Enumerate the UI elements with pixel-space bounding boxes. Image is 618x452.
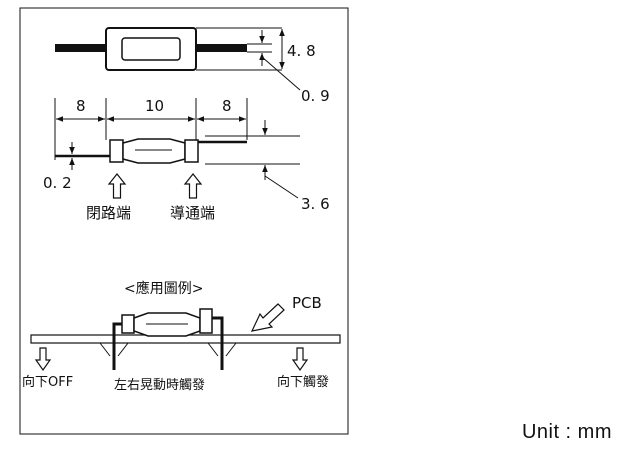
dim-side-leader (264, 175, 299, 199)
strut-left-a (99, 342, 111, 357)
app-end-cap-right (199, 308, 213, 334)
conduct-end-label: 導通端 (170, 204, 215, 222)
down-trigger-label: 向下觸發 (277, 374, 329, 390)
dim-lead-leader (261, 56, 301, 91)
unit-label: Unit : mm (521, 421, 612, 443)
top-view: 4. 8 0. 9 (55, 27, 330, 105)
conduct-end-up-arrow (183, 173, 203, 199)
dim-body-length-label: 10 (145, 97, 164, 115)
application-title: <應用圖例> (124, 280, 203, 297)
strut-left-b (117, 342, 129, 357)
dim-side-height-label: 3. 6 (301, 195, 330, 213)
down-off-label: 向下OFF (22, 374, 73, 390)
dim-offset-label: 0. 2 (43, 174, 72, 192)
left-lead-top (55, 44, 107, 52)
down-trigger-arrow (291, 347, 309, 372)
app-lead-right (212, 316, 224, 370)
component-window (121, 37, 181, 61)
diagram-border (19, 7, 349, 435)
app-end-cap-left (121, 314, 135, 334)
closed-end-label: 閉路端 (86, 204, 131, 222)
glass-tube (122, 138, 186, 164)
down-off-arrow (34, 347, 52, 372)
dim-lead-left-label: 8 (76, 97, 86, 115)
end-cap-right (184, 139, 199, 163)
strut-right-a (207, 342, 219, 357)
end-cap-left (109, 139, 124, 163)
pcb-label: PCB (292, 294, 322, 312)
shake-trigger-label: 左右晃動時觸發 (114, 378, 205, 393)
pcb-pointer-arrow (250, 303, 285, 332)
dim-height-label: 4. 8 (287, 42, 316, 60)
strut-right-b (225, 342, 237, 357)
right-lead-top (195, 44, 247, 52)
side-view: 8 10 8 3. 6 0. 2 閉路端 導通端 (43, 97, 330, 222)
application-example: <應用圖例> PCB 向下OFF 左右晃動時觸發 向下觸發 (22, 280, 341, 393)
closed-end-up-arrow (107, 173, 127, 199)
app-lead-left (112, 322, 122, 370)
dim-lead-label: 0. 9 (301, 87, 330, 105)
dim-lead-right-label: 8 (222, 97, 232, 115)
